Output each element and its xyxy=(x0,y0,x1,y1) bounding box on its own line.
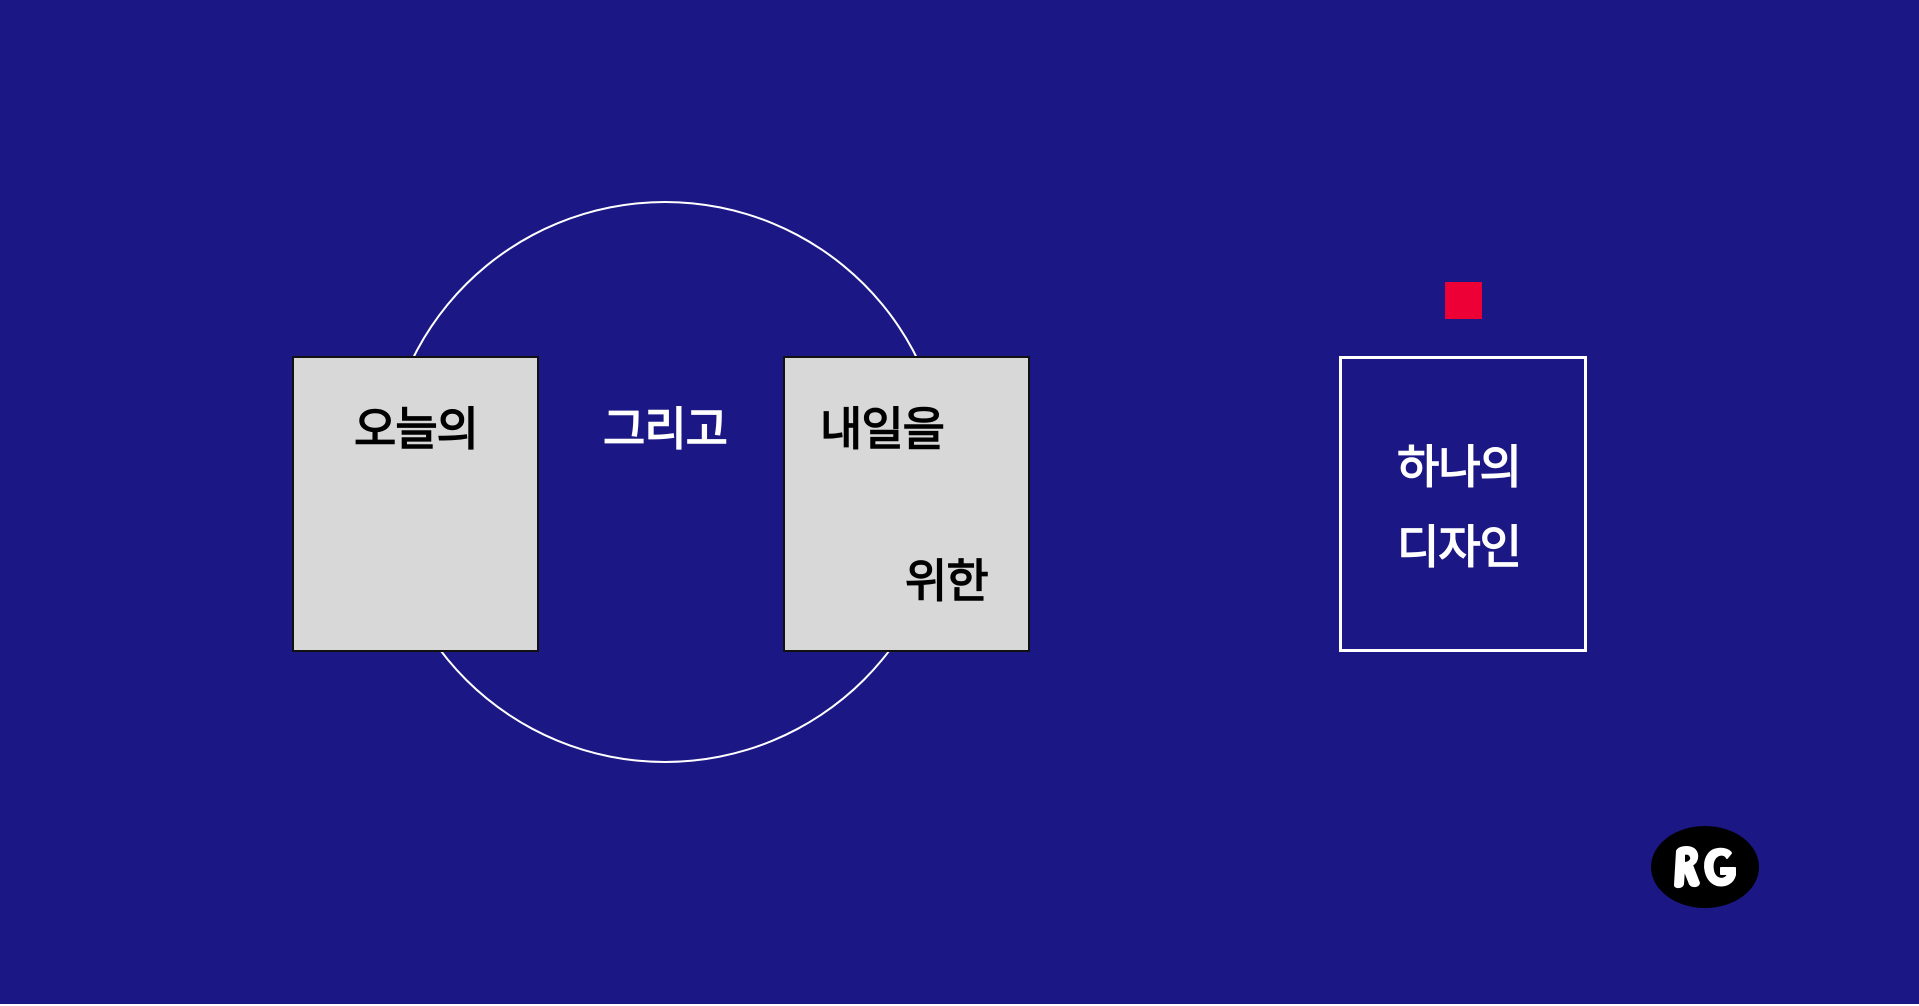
rg-monogram-icon xyxy=(1674,846,1736,889)
word-one: 하나의 xyxy=(1397,440,1522,494)
word-design: 디자인 xyxy=(1397,520,1522,574)
word-tomorrow: 내일을 xyxy=(820,402,945,456)
word-today: 오늘의 xyxy=(354,402,479,456)
outline-box-design xyxy=(1339,356,1587,652)
word-for: 위한 xyxy=(905,554,989,608)
card-today xyxy=(292,356,539,652)
bottom-edge-strip xyxy=(0,1004,1919,1006)
red-accent-square xyxy=(1445,282,1482,319)
word-and: 그리고 xyxy=(603,402,728,456)
card-tomorrow xyxy=(783,356,1030,652)
rg-logo-icon xyxy=(1651,826,1759,908)
